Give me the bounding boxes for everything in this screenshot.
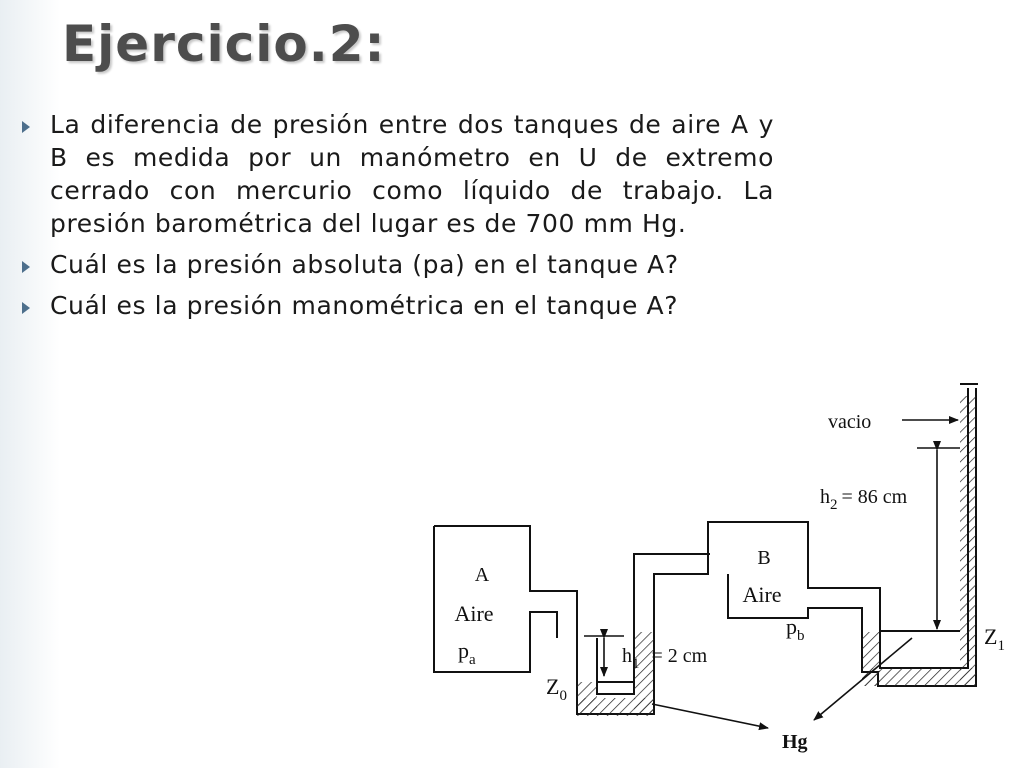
mercury-hatching <box>577 396 976 716</box>
mercury-level-lines <box>597 630 960 683</box>
tank-a-content: Aire <box>454 601 493 626</box>
h2-label: h2= 86 cm <box>820 486 908 513</box>
tank-b-labels: B Aire pb <box>742 547 804 644</box>
bullet-item: Cuál es la presión absoluta (pa) en el t… <box>22 248 774 281</box>
mercury-label: Hg <box>782 731 808 753</box>
bullet-list: La diferencia de presión entre dos tanqu… <box>22 108 774 322</box>
bullet-item: La diferencia de presión entre dos tanqu… <box>22 108 774 240</box>
manometer-diagram: A Aire pa B Aire pb vacio h2= 86 cm h1= … <box>412 376 1024 768</box>
tank-b-name: B <box>757 547 770 569</box>
tank-a-labels: A Aire pa <box>454 564 493 668</box>
bullet-arrow-icon <box>22 302 30 314</box>
z0-label: Z0 <box>546 674 567 704</box>
tank-b-pressure: pb <box>786 614 805 644</box>
h1-label: h1= 2 cm <box>622 645 708 672</box>
bullet-text: Cuál es la presión manométrica en el tan… <box>50 291 679 320</box>
vacuum-label: vacio <box>828 411 871 433</box>
bullet-item: Cuál es la presión manométrica en el tan… <box>22 289 774 322</box>
bullet-text: La diferencia de presión entre dos tanqu… <box>50 110 774 238</box>
bullet-text: Cuál es la presión absoluta (pa) en el t… <box>50 250 679 279</box>
dimension-lines <box>584 416 960 731</box>
slide-edge-shade <box>0 0 60 768</box>
tank-a-pressure: pa <box>458 638 476 668</box>
tank-a-name: A <box>475 564 490 586</box>
bullet-arrow-icon <box>22 121 30 133</box>
tank-b-content: Aire <box>742 582 781 607</box>
slide-title: Ejercicio.2: <box>62 15 386 73</box>
bullet-arrow-icon <box>22 261 30 273</box>
z1-label: Z1 <box>984 624 1005 654</box>
